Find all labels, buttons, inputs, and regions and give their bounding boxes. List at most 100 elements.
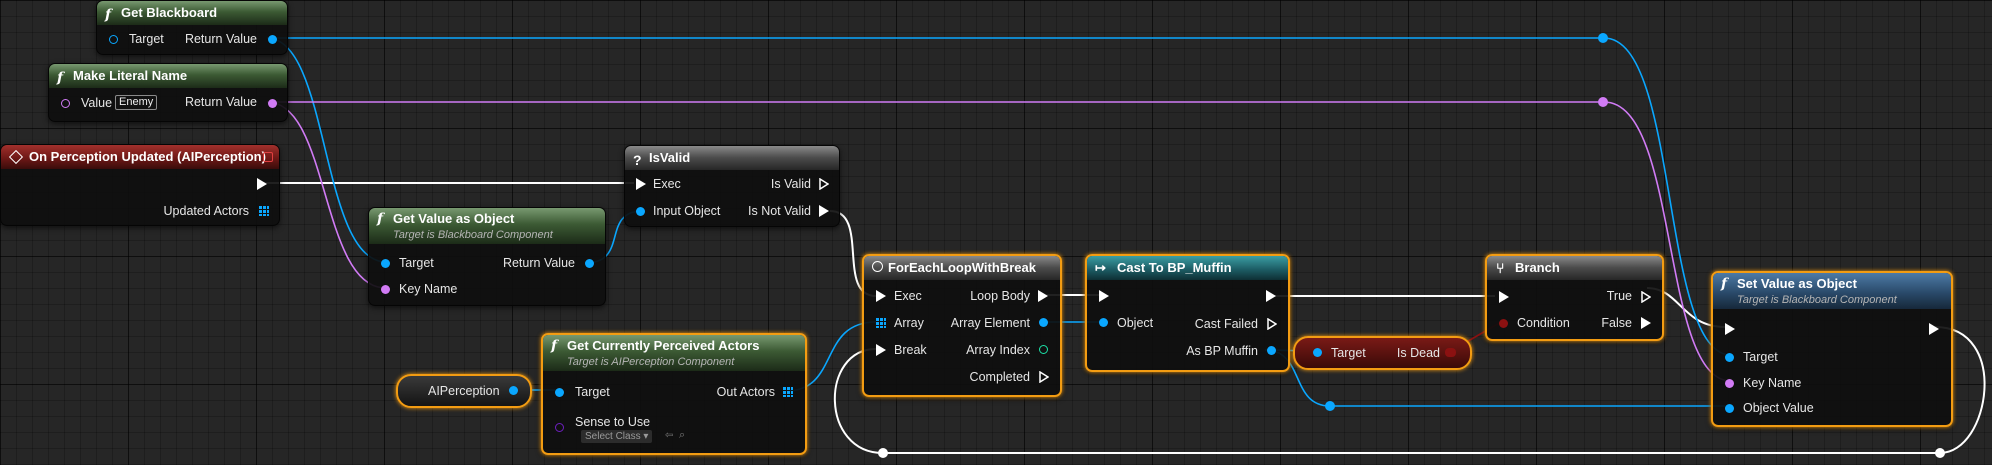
break-exec-pin[interactable] [876, 344, 886, 356]
function-icon: f [551, 338, 558, 354]
target-pin[interactable] [1313, 348, 1322, 357]
pin-label: Cast Failed [1194, 317, 1258, 331]
false-exec-pin[interactable] [1641, 317, 1651, 329]
exec-in-pin[interactable] [1499, 291, 1509, 303]
is-not-valid-exec-pin[interactable] [819, 205, 829, 217]
pin-label: Condition [1517, 316, 1570, 330]
out-actors-array-pin[interactable] [783, 387, 793, 397]
exec-out-pin[interactable] [1929, 323, 1939, 335]
as-bp-muffin-pin[interactable] [1267, 346, 1276, 355]
function-icon: f [377, 211, 384, 227]
delegate-icon [263, 152, 273, 162]
exec-in-pin[interactable] [1099, 290, 1109, 302]
node-title: Get Value as Object [393, 211, 515, 226]
is-dead-node[interactable]: Target Is Dead [1293, 336, 1472, 370]
function-icon: f [1721, 276, 1728, 292]
pin-label: Input Object [653, 204, 721, 218]
pin-label: Value [81, 96, 113, 110]
browse-icon[interactable]: ⌕ [679, 429, 686, 441]
pin-label: Return Value [184, 95, 257, 109]
loop-body-exec-pin[interactable] [1038, 290, 1048, 302]
exec-out-pin[interactable] [1266, 290, 1276, 302]
pin-label: Is Not Valid [748, 204, 811, 218]
chevron-down-icon: ▾ [643, 431, 649, 442]
reroute-node[interactable] [1598, 33, 1608, 43]
node-header: f Set Value as Object Target is Blackboa… [1713, 273, 1951, 309]
return-value-pin[interactable] [585, 259, 594, 268]
pin-label: Exec [894, 289, 922, 303]
pin-label: Target [399, 256, 434, 270]
is-valid-node[interactable]: ? IsValid Exec Input Object Is Valid Is … [624, 145, 840, 227]
pin-label: Target [1331, 346, 1366, 360]
pin-label: Return Value [184, 32, 257, 46]
true-exec-pin[interactable] [1641, 291, 1651, 303]
target-pin[interactable] [1725, 353, 1734, 362]
function-icon: f [57, 70, 64, 86]
get-blackboard-node[interactable]: f Get Blackboard Target Return Value [96, 0, 288, 55]
reroute-node[interactable] [1598, 97, 1608, 107]
exec-in-pin[interactable] [1725, 323, 1735, 335]
aiperception-variable-node[interactable]: AIPerception [396, 374, 532, 408]
aiperception-out-pin[interactable] [509, 386, 518, 395]
node-header: On Perception Updated (AIPerception) [1, 145, 279, 169]
array-pin[interactable] [876, 318, 886, 328]
node-subtitle: Target is AIPerception Component [567, 356, 735, 368]
get-currently-perceived-actors-node[interactable]: f Get Currently Perceived Actors Target … [541, 333, 807, 455]
return-value-pin[interactable] [268, 35, 277, 44]
pin-label: Array Index [966, 343, 1030, 357]
pin-label: Updated Actors [163, 204, 249, 218]
object-pin[interactable] [1099, 318, 1108, 327]
node-title: Get Blackboard [121, 5, 218, 20]
input-object-pin[interactable] [636, 207, 645, 216]
target-pin[interactable] [381, 259, 390, 268]
is-valid-exec-pin[interactable] [819, 178, 829, 190]
foreach-loop-with-break-node[interactable]: ForEachLoopWithBreak Exec Array Break Lo… [862, 254, 1062, 397]
reroute-node[interactable] [1935, 448, 1945, 458]
get-value-as-object-node[interactable]: f Get Value as Object Target is Blackboa… [368, 207, 606, 306]
node-title: IsValid [649, 150, 691, 165]
pin-label: Target [1743, 350, 1778, 364]
reroute-node[interactable] [878, 448, 888, 458]
exec-in-pin[interactable] [636, 178, 646, 190]
updated-actors-array-pin[interactable] [259, 206, 269, 216]
pin-label: Array Element [950, 316, 1030, 330]
pin-label: Target [575, 385, 610, 399]
cast-to-bp-muffin-node[interactable]: ↦ Cast To BP_Muffin Object Cast Failed A… [1085, 254, 1290, 372]
condition-pin[interactable] [1499, 319, 1508, 328]
name-wire [266, 101, 387, 289]
function-icon: f [105, 7, 112, 23]
key-name-pin[interactable] [1725, 379, 1734, 388]
object-value-pin[interactable] [1725, 404, 1734, 413]
completed-exec-pin[interactable] [1039, 371, 1049, 383]
is-dead-bool-pin[interactable] [1445, 348, 1456, 357]
exec-out-pin[interactable] [257, 178, 267, 190]
value-pin[interactable] [61, 99, 70, 108]
array-element-pin[interactable] [1039, 318, 1048, 327]
sense-to-use-pin[interactable] [555, 423, 564, 432]
pin-label: Sense to Use [575, 415, 651, 429]
array-index-pin[interactable] [1039, 345, 1048, 354]
exec-in-pin[interactable] [876, 290, 886, 302]
set-value-as-object-node[interactable]: f Set Value as Object Target is Blackboa… [1711, 271, 1953, 427]
return-value-pin[interactable] [268, 99, 277, 108]
use-selected-asset-icon[interactable]: ⇦ [665, 430, 674, 441]
node-title: On Perception Updated (AIPerception) [29, 149, 266, 164]
select-class-dropdown[interactable]: Select Class ▾ [581, 430, 653, 443]
reroute-node[interactable] [1325, 401, 1335, 411]
target-pin[interactable] [109, 35, 118, 44]
on-perception-updated-event-node[interactable]: On Perception Updated (AIPerception) Upd… [0, 144, 280, 226]
branch-node[interactable]: ⑂ Branch Condition True False [1485, 254, 1664, 341]
node-header: ↦ Cast To BP_Muffin [1087, 256, 1288, 280]
pin-label: Key Name [1743, 376, 1802, 390]
pin-label: False [1601, 316, 1632, 330]
pin-label: Completed [969, 370, 1030, 384]
name-literal-input[interactable]: Enemy [115, 95, 158, 110]
target-pin[interactable] [555, 388, 564, 397]
cast-failed-exec-pin[interactable] [1267, 318, 1277, 330]
loop-icon [872, 261, 883, 272]
pin-label: Break [894, 343, 927, 357]
make-literal-name-node[interactable]: f Make Literal Name Value Enemy Return V… [48, 63, 288, 122]
key-name-pin[interactable] [381, 285, 390, 294]
node-header: f Get Blackboard [97, 1, 287, 25]
branch-icon: ⑂ [1496, 260, 1505, 276]
